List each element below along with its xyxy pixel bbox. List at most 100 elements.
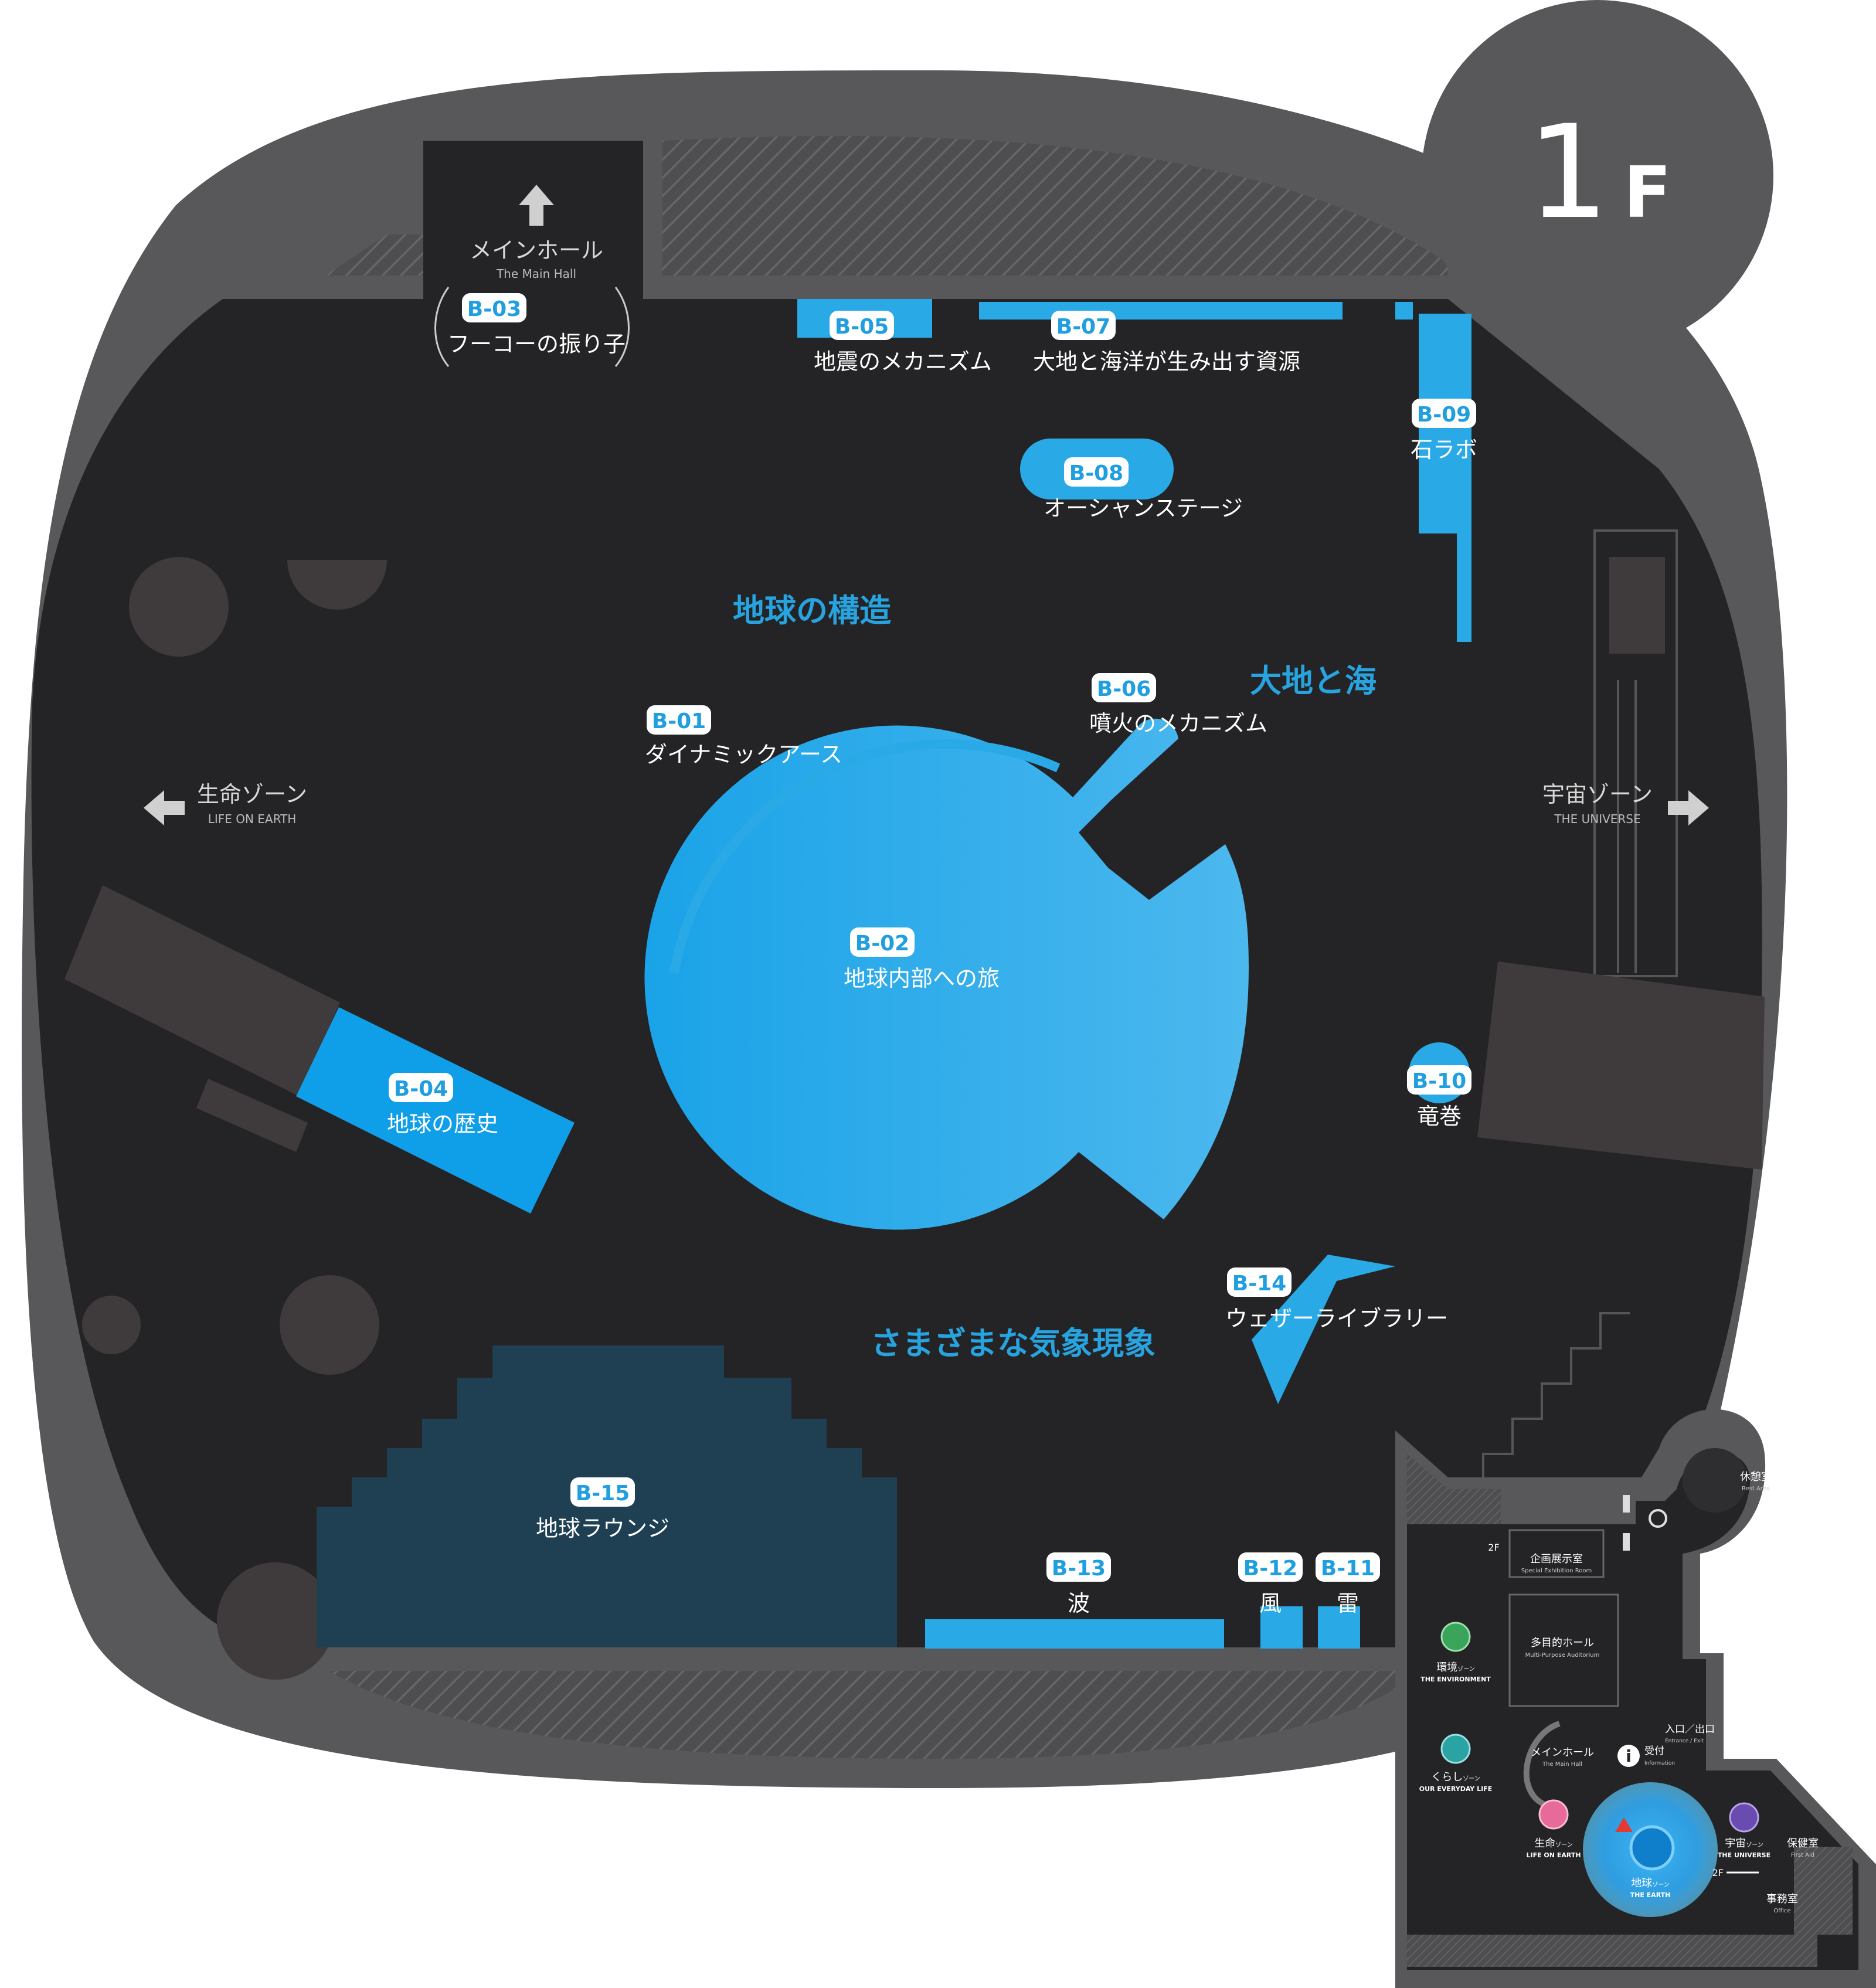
label-b13-name: 波 <box>1068 1591 1090 1616</box>
exhibit-b07[interactable]: B-07 大地と海洋が生み出す資源 <box>1033 311 1300 375</box>
badge-b04-code: B-04 <box>394 1077 448 1101</box>
badge-b03-code: B-03 <box>467 297 521 321</box>
minimap-office-en: Office <box>1773 1908 1790 1914</box>
label-b04-name: 地球の歴史 <box>387 1111 498 1137</box>
exhibit-b11[interactable]: B-11 雷 <box>1316 1552 1380 1616</box>
badge-b09 <box>1412 399 1476 428</box>
exhibit-b12-area[interactable] <box>1260 1606 1303 1649</box>
exhibit-b10[interactable]: B-10 竜巻 <box>1407 1065 1471 1129</box>
exhibit-b14-area[interactable] <box>1252 1255 1395 1404</box>
right-corridor-box <box>1609 557 1665 654</box>
minimap-hatch-right <box>1794 1847 1853 1935</box>
label-b02-name: 地球内部への旅 <box>844 966 1000 991</box>
badge-b11-code: B-11 <box>1321 1557 1375 1581</box>
exhibit-b03[interactable]: B-03 フーコーの振り子 <box>447 293 626 357</box>
minimap-everyday-jp-small: ゾーン <box>1463 1775 1480 1782</box>
everyday-globe-icon <box>1440 1734 1471 1764</box>
information-icon <box>1617 1745 1640 1767</box>
b03-bracket-right <box>614 287 630 367</box>
badge-b14 <box>1227 1267 1292 1297</box>
arrow-right-icon <box>1668 790 1709 825</box>
exhibit-b02-area[interactable] <box>644 718 1249 1230</box>
minimap-universe-jp: 宇宙ゾーン <box>1725 1837 1763 1850</box>
minimap-everyday-en: OUR EVERYDAY LIFE <box>1419 1785 1492 1793</box>
minimap-everyday-jp: くらしゾーン <box>1431 1771 1480 1783</box>
feature-slab-left-small <box>196 1079 308 1152</box>
badge-b12-code: B-12 <box>1243 1557 1297 1581</box>
exhibit-b15[interactable]: B-15 地球ラウンジ <box>536 1477 669 1541</box>
floor-suffix: F <box>1623 152 1671 234</box>
exit-universe-en: THE UNIVERSE <box>1554 812 1640 826</box>
label-b07-name: 大地と海洋が生み出す資源 <box>1033 349 1300 375</box>
exit-universe[interactable]: 宇宙ゾーン THE UNIVERSE <box>1542 781 1709 826</box>
exhibit-b01[interactable]: B-01 ダイナミックアース <box>645 705 842 767</box>
badge-b11 <box>1316 1552 1380 1582</box>
badge-b10 <box>1407 1065 1471 1095</box>
exhibit-b04-area[interactable] <box>296 1007 575 1214</box>
exit-life-en: LIFE ON EARTH <box>208 812 297 826</box>
minimap-auditorium-jp: 多目的ホール <box>1531 1637 1594 1649</box>
exhibit-b01-arc[interactable] <box>669 739 1061 974</box>
badge-b02 <box>850 927 915 957</box>
restroom-icon-2 <box>1623 1533 1630 1551</box>
minimap-earth-jp: 地球ゾーン <box>1631 1877 1670 1890</box>
badge-b13 <box>1046 1552 1111 1582</box>
exit-main-hall[interactable]: メインホール The Main Hall <box>470 185 603 281</box>
minimap-hatch-bottom <box>1407 1935 1817 1967</box>
minimap-information-en: Information <box>1644 1761 1675 1766</box>
exhibit-b08[interactable]: B-08 オーシャンステージ <box>1044 457 1243 521</box>
minimap-earth-jp-small: ゾーン <box>1652 1881 1670 1888</box>
exhibit-b13-area[interactable] <box>925 1619 1224 1649</box>
minimap-universe-jp-main: 宇宙 <box>1725 1837 1746 1850</box>
feature-circle-bottom-left <box>217 1562 334 1680</box>
minimap-information-jp: 受付 <box>1644 1745 1664 1757</box>
minimap-special-en: Special Exhibition Room <box>1521 1568 1592 1574</box>
service-area-top-left <box>325 235 423 276</box>
minimap-auditorium-en: Multi-Purpose Auditorium <box>1525 1652 1600 1659</box>
minimap-entrance-en: Entrance / Exit <box>1665 1738 1704 1744</box>
label-b14-name: ウェザーライブラリー <box>1225 1306 1448 1331</box>
minimap-room-auditorium <box>1508 1593 1619 1707</box>
minimap-earth-jp-main: 地球 <box>1631 1877 1652 1890</box>
exhibit-b07-area[interactable] <box>979 302 1343 320</box>
floor-badge <box>1422 0 1773 352</box>
building-minimap: i 休憩室 Rest Area 企画展示室 Special Exhibition… <box>1395 1409 1876 1988</box>
label-b06-name: 噴火のメカニズム <box>1089 711 1267 736</box>
exhibit-b04[interactable]: B-04 地球の歴史 <box>387 1073 498 1137</box>
exhibit-b11-area[interactable] <box>1318 1606 1360 1649</box>
zone-weather: さまざまな気象現象 <box>871 1325 1155 1362</box>
badge-b04 <box>389 1073 453 1102</box>
feature-circle-left-mid <box>82 1296 141 1354</box>
exhibit-b13[interactable]: B-13 波 <box>1046 1552 1111 1616</box>
badge-b08 <box>1064 457 1129 487</box>
arrow-up-icon <box>519 185 554 226</box>
exit-life[interactable]: 生命ゾーン LIFE ON EARTH <box>144 781 307 826</box>
label-b08-name: オーシャンステージ <box>1044 495 1243 521</box>
label-b05-name: 地震のメカニズム <box>814 349 992 375</box>
exhibit-b06[interactable]: B-06 噴火のメカニズム <box>1089 673 1267 736</box>
minimap-main-hall-arc <box>1523 1721 1561 1809</box>
exhibit-b14[interactable]: B-14 ウェザーライブラリー <box>1225 1267 1448 1331</box>
minimap-life-jp: 生命ゾーン <box>1534 1837 1573 1850</box>
badge-b05-code: B-05 <box>835 315 889 339</box>
minimap-universe-en: THE UNIVERSE <box>1718 1851 1770 1859</box>
exhibit-b02[interactable]: B-02 地球内部への旅 <box>844 927 1000 991</box>
badge-b14-code: B-14 <box>1232 1272 1286 1296</box>
exhibit-b09[interactable]: B-09 石ラボ <box>1411 399 1477 463</box>
minimap-entrance-jp: 入口／出口 <box>1665 1724 1715 1735</box>
minimap-environment-jp-small: ゾーン <box>1457 1666 1475 1673</box>
label-b09-name: 石ラボ <box>1411 437 1477 463</box>
exit-life-jp: 生命ゾーン <box>197 781 307 807</box>
you-are-here-marker-icon <box>1615 1817 1633 1832</box>
badge-b07-code: B-07 <box>1056 315 1110 339</box>
minimap-rest-area-en: Rest Area <box>1742 1486 1770 1492</box>
badge-b09-code: B-09 <box>1417 403 1471 427</box>
exhibit-b12[interactable]: B-12 風 <box>1238 1552 1303 1616</box>
right-corridor <box>1593 529 1678 977</box>
exhibit-b05[interactable]: B-05 地震のメカニズム <box>814 311 992 375</box>
exhibit-b07-end[interactable] <box>1395 302 1413 320</box>
minimap-rest-area-jp: 休憩室 <box>1740 1471 1772 1483</box>
minimap-earth-en: THE EARTH <box>1630 1891 1671 1899</box>
badge-b08-code: B-08 <box>1069 461 1123 485</box>
exhibit-b09-area[interactable] <box>1419 314 1471 642</box>
